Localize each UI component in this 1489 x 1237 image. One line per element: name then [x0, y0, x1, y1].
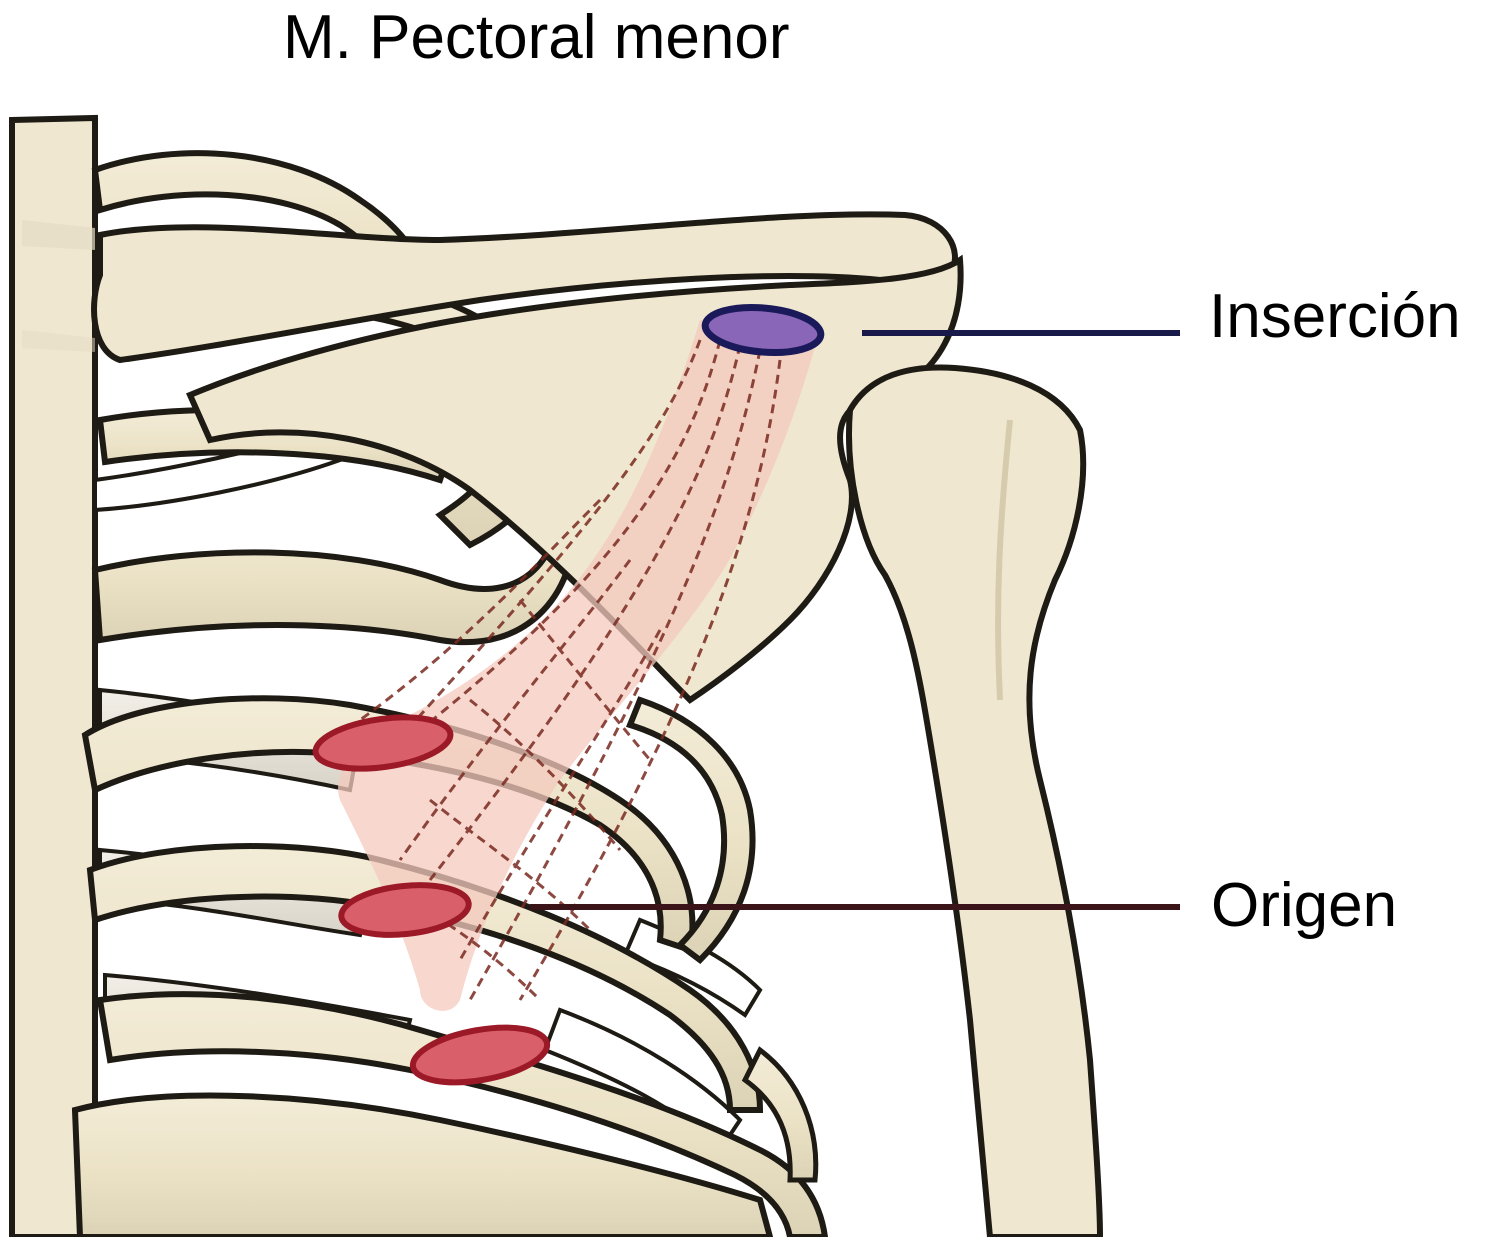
rib-8 — [71, 1092, 774, 1237]
humerus — [846, 364, 1104, 1237]
rib-arc-right — [625, 696, 756, 964]
origin-marker-3 — [409, 1024, 551, 1086]
origin-markers — [312, 714, 551, 1086]
figure-title: M. Pectoral menor — [283, 3, 790, 72]
origin-marker-1 — [312, 714, 454, 772]
insertion-marker — [701, 304, 825, 356]
sternum-column — [9, 114, 98, 1237]
origin-label: Origen — [1211, 871, 1398, 940]
origin-marker-2 — [338, 882, 472, 938]
pectoralis-minor-muscle — [338, 320, 820, 1011]
insertion-label: Inserción — [1209, 282, 1461, 351]
rib-lower-right — [741, 1046, 819, 1183]
